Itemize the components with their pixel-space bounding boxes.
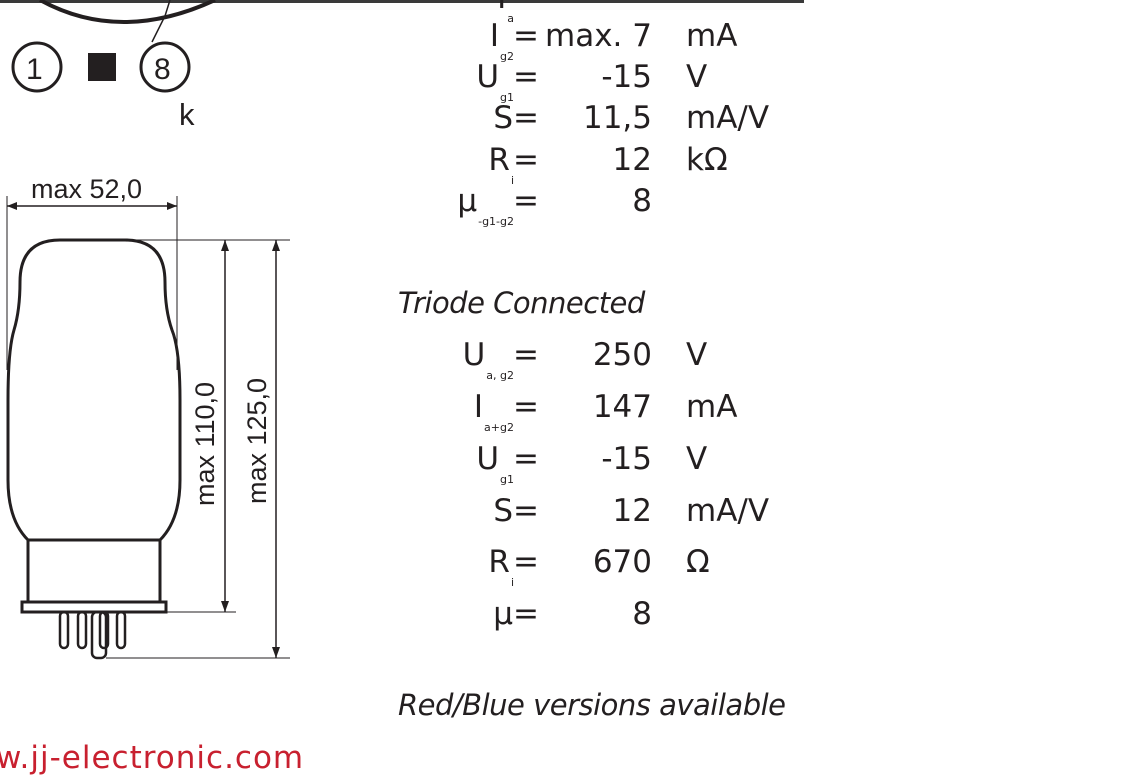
param-value: -15 (601, 441, 652, 477)
pentode-partial-row: Ia (0, 0, 1132, 25)
pin-1-label: 1 (26, 53, 43, 86)
equals-sign: = (513, 183, 539, 219)
inner-height-arrow-bottom (221, 601, 229, 612)
tube-pin (58, 610, 70, 650)
param-value: -15 (601, 59, 652, 95)
param-unit: V (686, 337, 708, 373)
param-symbol: Ri (488, 142, 514, 187)
pin-8-label: 8 (154, 53, 171, 86)
equals-sign: = (513, 100, 539, 136)
equals-sign: = (513, 544, 539, 580)
equals-sign: = (513, 389, 539, 425)
pin-8-circle (139, 41, 191, 93)
param-value: 8 (632, 596, 652, 632)
equals-sign: = (513, 337, 539, 373)
total-height-label: max 125,0 (242, 378, 272, 504)
versions-note: Red/Blue versions available (398, 688, 786, 722)
inner-height-arrow-top (221, 240, 229, 251)
param-value: 12 (612, 493, 652, 529)
width-arrow-right (167, 202, 177, 210)
param-unit: V (686, 59, 708, 95)
param-row: Ug1 = -15 V (0, 57, 1132, 104)
param-value: 670 (592, 544, 652, 580)
equals-sign: = (513, 18, 539, 54)
param-value: max. 7 (545, 18, 652, 54)
inner-height-label: max 110,0 (190, 382, 220, 506)
param-value: 8 (632, 183, 652, 219)
total-height-arrow-bottom (272, 647, 280, 658)
param-row: Ug1 = -15 V (0, 439, 1132, 486)
param-row: Ri = 670 Ω (0, 542, 1132, 589)
equals-sign: = (513, 493, 539, 529)
triode-heading: Triode Connected (398, 286, 645, 320)
tube-pin (98, 610, 110, 650)
total-height-arrow-top (272, 240, 280, 251)
param-unit: mA/V (686, 100, 770, 136)
param-symbol: Ia+g2 (473, 389, 514, 434)
param-value: 250 (592, 337, 652, 373)
param-symbol: S (493, 100, 513, 136)
width-label: max 52,0 (31, 174, 142, 204)
param-row: μ = 8 (0, 594, 1132, 634)
param-row: S = 12 mA/V (0, 491, 1132, 531)
param-symbol: Ig2 (489, 18, 514, 63)
param-row: Ig2 = max. 7 mA (0, 16, 1132, 63)
top-rule (0, 0, 804, 3)
socket-pin-connector (151, 0, 171, 43)
param-unit: mA (686, 18, 738, 54)
param-symbol: Ia (497, 0, 514, 25)
param-symbol: S (493, 493, 513, 529)
equals-sign: = (513, 59, 539, 95)
equals-sign: = (513, 596, 539, 632)
param-row: Ri = 12 kΩ (0, 140, 1132, 187)
tube-key-pin (90, 610, 108, 660)
footer-url-link[interactable]: w.jj-electronic.com (0, 740, 305, 776)
param-unit: Ω (686, 544, 710, 580)
param-symbol: μ-g1-g2 (457, 183, 514, 228)
tube-pin (76, 610, 88, 650)
param-unit: mA (686, 389, 738, 425)
param-row: μ-g1-g2 = 8 (0, 181, 1132, 228)
pin-1-circle (11, 41, 63, 93)
tube-pin (115, 610, 127, 650)
param-value: 12 (612, 142, 652, 178)
param-value: 11,5 (582, 100, 652, 136)
param-symbol: Ug1 (476, 441, 514, 486)
width-arrow-left (7, 202, 17, 210)
param-unit: V (686, 441, 708, 477)
cathode-label: k (179, 97, 195, 132)
equals-sign: = (513, 142, 539, 178)
glass-envelope (6, 238, 182, 542)
param-row: S = 11,5 mA/V (0, 98, 1132, 138)
param-value: 147 (592, 389, 652, 425)
param-row: Ia+g2 = 147 mA (0, 387, 1132, 434)
param-unit: kΩ (686, 142, 728, 178)
equals-sign: = (513, 441, 539, 477)
param-symbol: Ug1 (476, 59, 514, 104)
param-symbol: μ (493, 596, 513, 632)
param-symbol: Ua, g2 (462, 337, 514, 382)
param-row: Ua, g2 = 250 V (0, 335, 1132, 382)
param-unit: mA/V (686, 493, 770, 529)
socket-circle-arc (39, 0, 216, 24)
tube-outline-drawing: 1 8 k max 52,0 max 110,0 max 125,0 (6, 0, 290, 660)
socket-key (88, 53, 116, 81)
param-symbol: Ri (488, 544, 514, 589)
